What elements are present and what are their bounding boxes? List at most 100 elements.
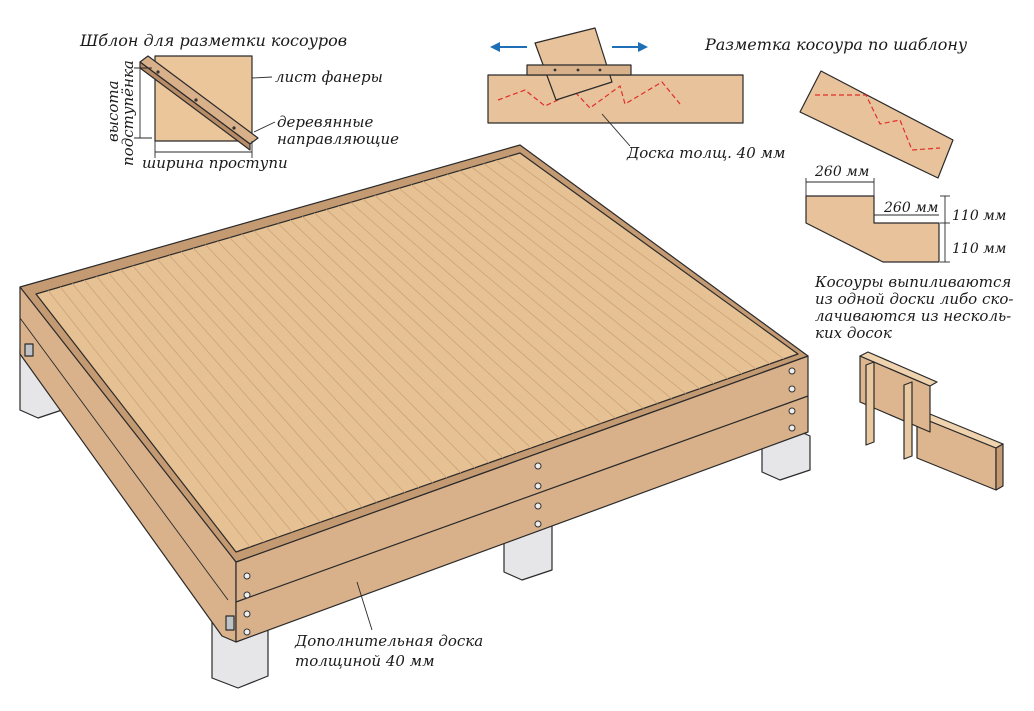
bolt <box>243 591 251 599</box>
bolt <box>243 610 251 618</box>
deck-plank-line <box>71 283 279 538</box>
screw-mark <box>194 98 198 102</box>
extra-board-label-2: толщиной 40 мм <box>295 652 435 670</box>
template-illustration: Шблон для разметки косоуров высота подст… <box>79 31 399 172</box>
screw-mark <box>598 68 602 72</box>
deck-plank-line <box>471 166 743 375</box>
deck-plank-line <box>193 247 419 488</box>
arrow-right-icon <box>638 42 648 52</box>
front-face-seam <box>235 395 809 603</box>
deck-plank-line <box>253 230 490 464</box>
riser-height-label-2: подступёнка <box>119 60 137 166</box>
deck-plank-line <box>422 180 686 394</box>
long-board-end <box>995 443 1004 491</box>
bolt <box>534 520 542 528</box>
stringer-cut-illustration: 260 мм 260 мм 110 мм 110 мм Косоуры выпи… <box>799 70 1013 342</box>
note-line-2: из одной доски либо ско- <box>815 290 1013 308</box>
stringer-board <box>487 74 744 124</box>
marking-zigzag <box>497 81 681 109</box>
deck-plank-line <box>350 202 602 424</box>
deck-plank-line <box>410 184 672 399</box>
deck-plank-line <box>398 187 658 404</box>
note-line-4: ких досок <box>815 324 892 342</box>
board-leader <box>601 113 631 147</box>
vertical-cleat-2 <box>903 381 913 460</box>
deck-plank-line <box>314 212 560 439</box>
deck-plank-line <box>447 173 714 385</box>
extra-board-label-1: Дополнительная доска <box>294 632 483 650</box>
deck-plank-line <box>84 279 293 533</box>
deck-plank-line <box>120 269 335 518</box>
deck-plank-line <box>326 209 574 434</box>
screw-mark <box>232 126 236 130</box>
board-label: Доска толщ. 40 мм <box>626 144 785 162</box>
bolt <box>534 502 542 510</box>
deck-plank-line <box>59 286 265 543</box>
assembled-stringer-illustration <box>859 351 1004 491</box>
note-line-3: лачиваются из несколь- <box>815 307 1011 325</box>
rails-label-1: деревянные <box>277 113 374 131</box>
left-face-seam <box>19 317 229 601</box>
deck-plank-line <box>132 265 349 513</box>
deck-plank-line <box>483 163 757 370</box>
deck-plank-line <box>241 233 476 469</box>
note-line-1: Косоуры выпиливаются <box>814 273 1011 291</box>
deck-plank-line <box>108 272 321 523</box>
deck-plank-line <box>168 254 391 498</box>
marking-title: Разметка косоура по шаблону <box>704 35 968 54</box>
dim-h1-label: 110 мм <box>952 208 1006 224</box>
dim-inner-label: 260 мм <box>883 200 938 216</box>
deck-plank-line <box>96 276 307 528</box>
marked-stringer <box>799 70 954 179</box>
deck-plank-line <box>386 191 644 409</box>
deck-plank-line <box>229 237 462 474</box>
dim-h2-label: 110 мм <box>952 241 1006 257</box>
stacked-board-top <box>859 351 938 387</box>
bolt <box>788 424 796 432</box>
bolt <box>243 572 251 580</box>
deck-plank-line <box>144 262 363 508</box>
plywood-leader <box>251 76 273 79</box>
deck-plank-line <box>301 216 546 444</box>
deck-plank-line <box>374 194 630 414</box>
deck-plank-line <box>47 290 251 548</box>
arrow-left-icon <box>490 42 500 52</box>
deck-plank-line <box>362 198 616 419</box>
deck-plank-line <box>495 159 771 365</box>
screw-mark <box>576 68 580 72</box>
tread-width-label: ширина проступи <box>142 154 288 172</box>
plywood-label: лист фанеры <box>275 68 383 86</box>
rails-label-2: направляющие <box>277 130 399 148</box>
vertical-cleat-1 <box>865 361 875 446</box>
deck-plank-line <box>435 177 700 389</box>
screw-mark <box>553 68 557 72</box>
template-on-board <box>534 27 613 101</box>
deck-plank-line <box>277 223 518 454</box>
riser-height-label-1: высота <box>104 80 122 142</box>
template-title: Шблон для разметки косоуров <box>79 31 347 50</box>
rails-leader <box>253 121 276 133</box>
deck-plank-line <box>507 156 785 360</box>
deck-plank-line <box>156 258 377 503</box>
extra-board-leader <box>356 581 373 631</box>
bolt <box>534 462 542 470</box>
cut-stringer <box>805 195 940 263</box>
platform: Дополнительная доска толщиной 40 мм <box>19 144 811 689</box>
deck-plank-line <box>205 244 433 483</box>
deck-plank-line <box>180 251 405 493</box>
cut-marking <box>815 94 941 151</box>
bolt <box>534 482 542 490</box>
deck-plank-line <box>459 170 728 380</box>
deck-plank-line <box>265 226 504 459</box>
bolts <box>243 367 796 636</box>
deck-plank-line <box>289 219 532 449</box>
screw-mark <box>156 70 160 74</box>
dim-top-label: 260 мм <box>814 164 869 180</box>
deck-plank-line <box>338 205 588 429</box>
bolt <box>788 367 796 375</box>
bolt <box>788 407 796 415</box>
metal-bracket <box>225 615 235 631</box>
deck-plank-line <box>217 240 448 479</box>
bolt <box>243 628 251 636</box>
